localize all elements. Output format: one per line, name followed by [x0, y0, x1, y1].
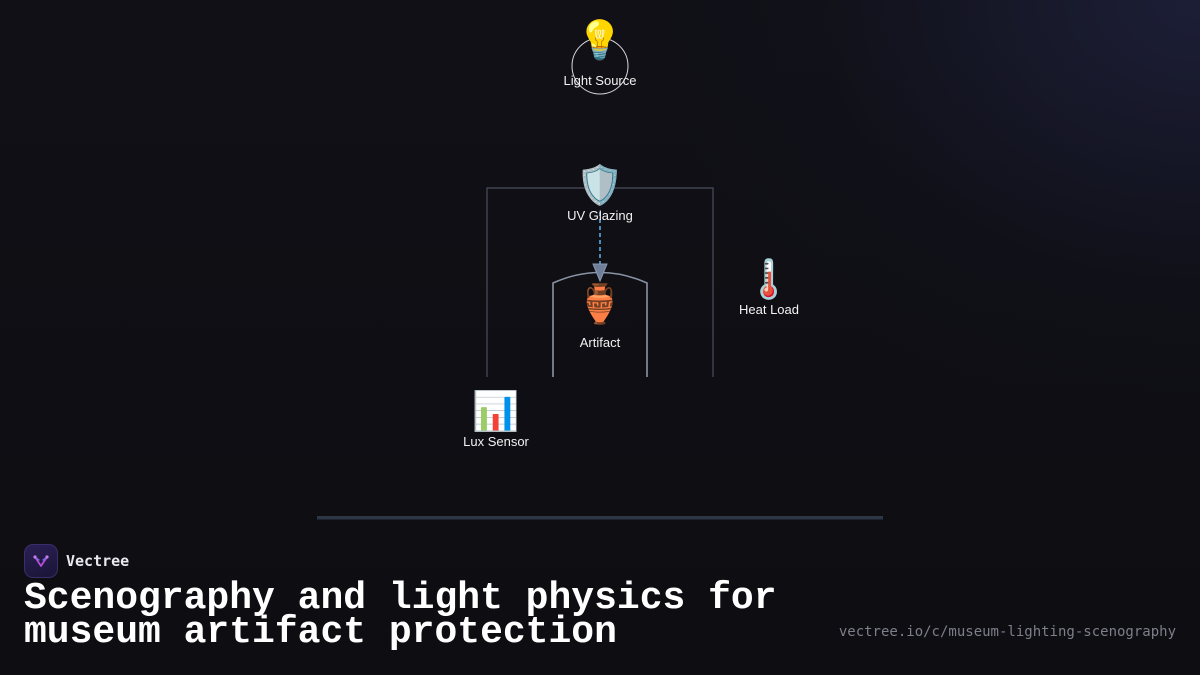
lightbulb-icon: 💡	[576, 18, 624, 62]
node-label-heat-load: Heat Load	[739, 302, 799, 317]
floor-baseline	[317, 516, 883, 520]
source-url[interactable]: vectree.io/c/museum-lighting-scenography	[838, 624, 1176, 640]
light-source-halo	[571, 37, 629, 95]
thermometer-icon: 🌡️	[745, 257, 793, 301]
bar-chart-icon: 📊	[472, 389, 520, 433]
amphora-icon: 🏺	[576, 282, 624, 326]
light-flow-arrowhead	[592, 263, 608, 283]
node-label-artifact: Artifact	[579, 335, 621, 350]
brand: Vectree	[24, 544, 129, 578]
node-label-light-source: Light Source	[563, 73, 637, 88]
enclosure-outline	[486, 187, 714, 377]
brand-name: Vectree	[66, 552, 130, 570]
page-title: Scenography and light physics for museum…	[24, 577, 777, 654]
node-heat-load: 🌡️ Heat Load	[739, 257, 799, 318]
node-artifact: 🏺 Artifact	[576, 282, 623, 351]
shield-icon: 🛡️	[576, 163, 624, 207]
vectree-logo-icon	[24, 544, 58, 578]
node-label-uv-glazing: UV Glazing	[567, 208, 633, 223]
node-lux-sensor: 📊 Lux Sensor	[463, 389, 529, 450]
node-light-source: 💡 Light Source	[564, 18, 637, 89]
node-label-lux-sensor: Lux Sensor	[463, 434, 529, 449]
node-uv-glazing: 🛡️ UV Glazing	[567, 163, 633, 224]
